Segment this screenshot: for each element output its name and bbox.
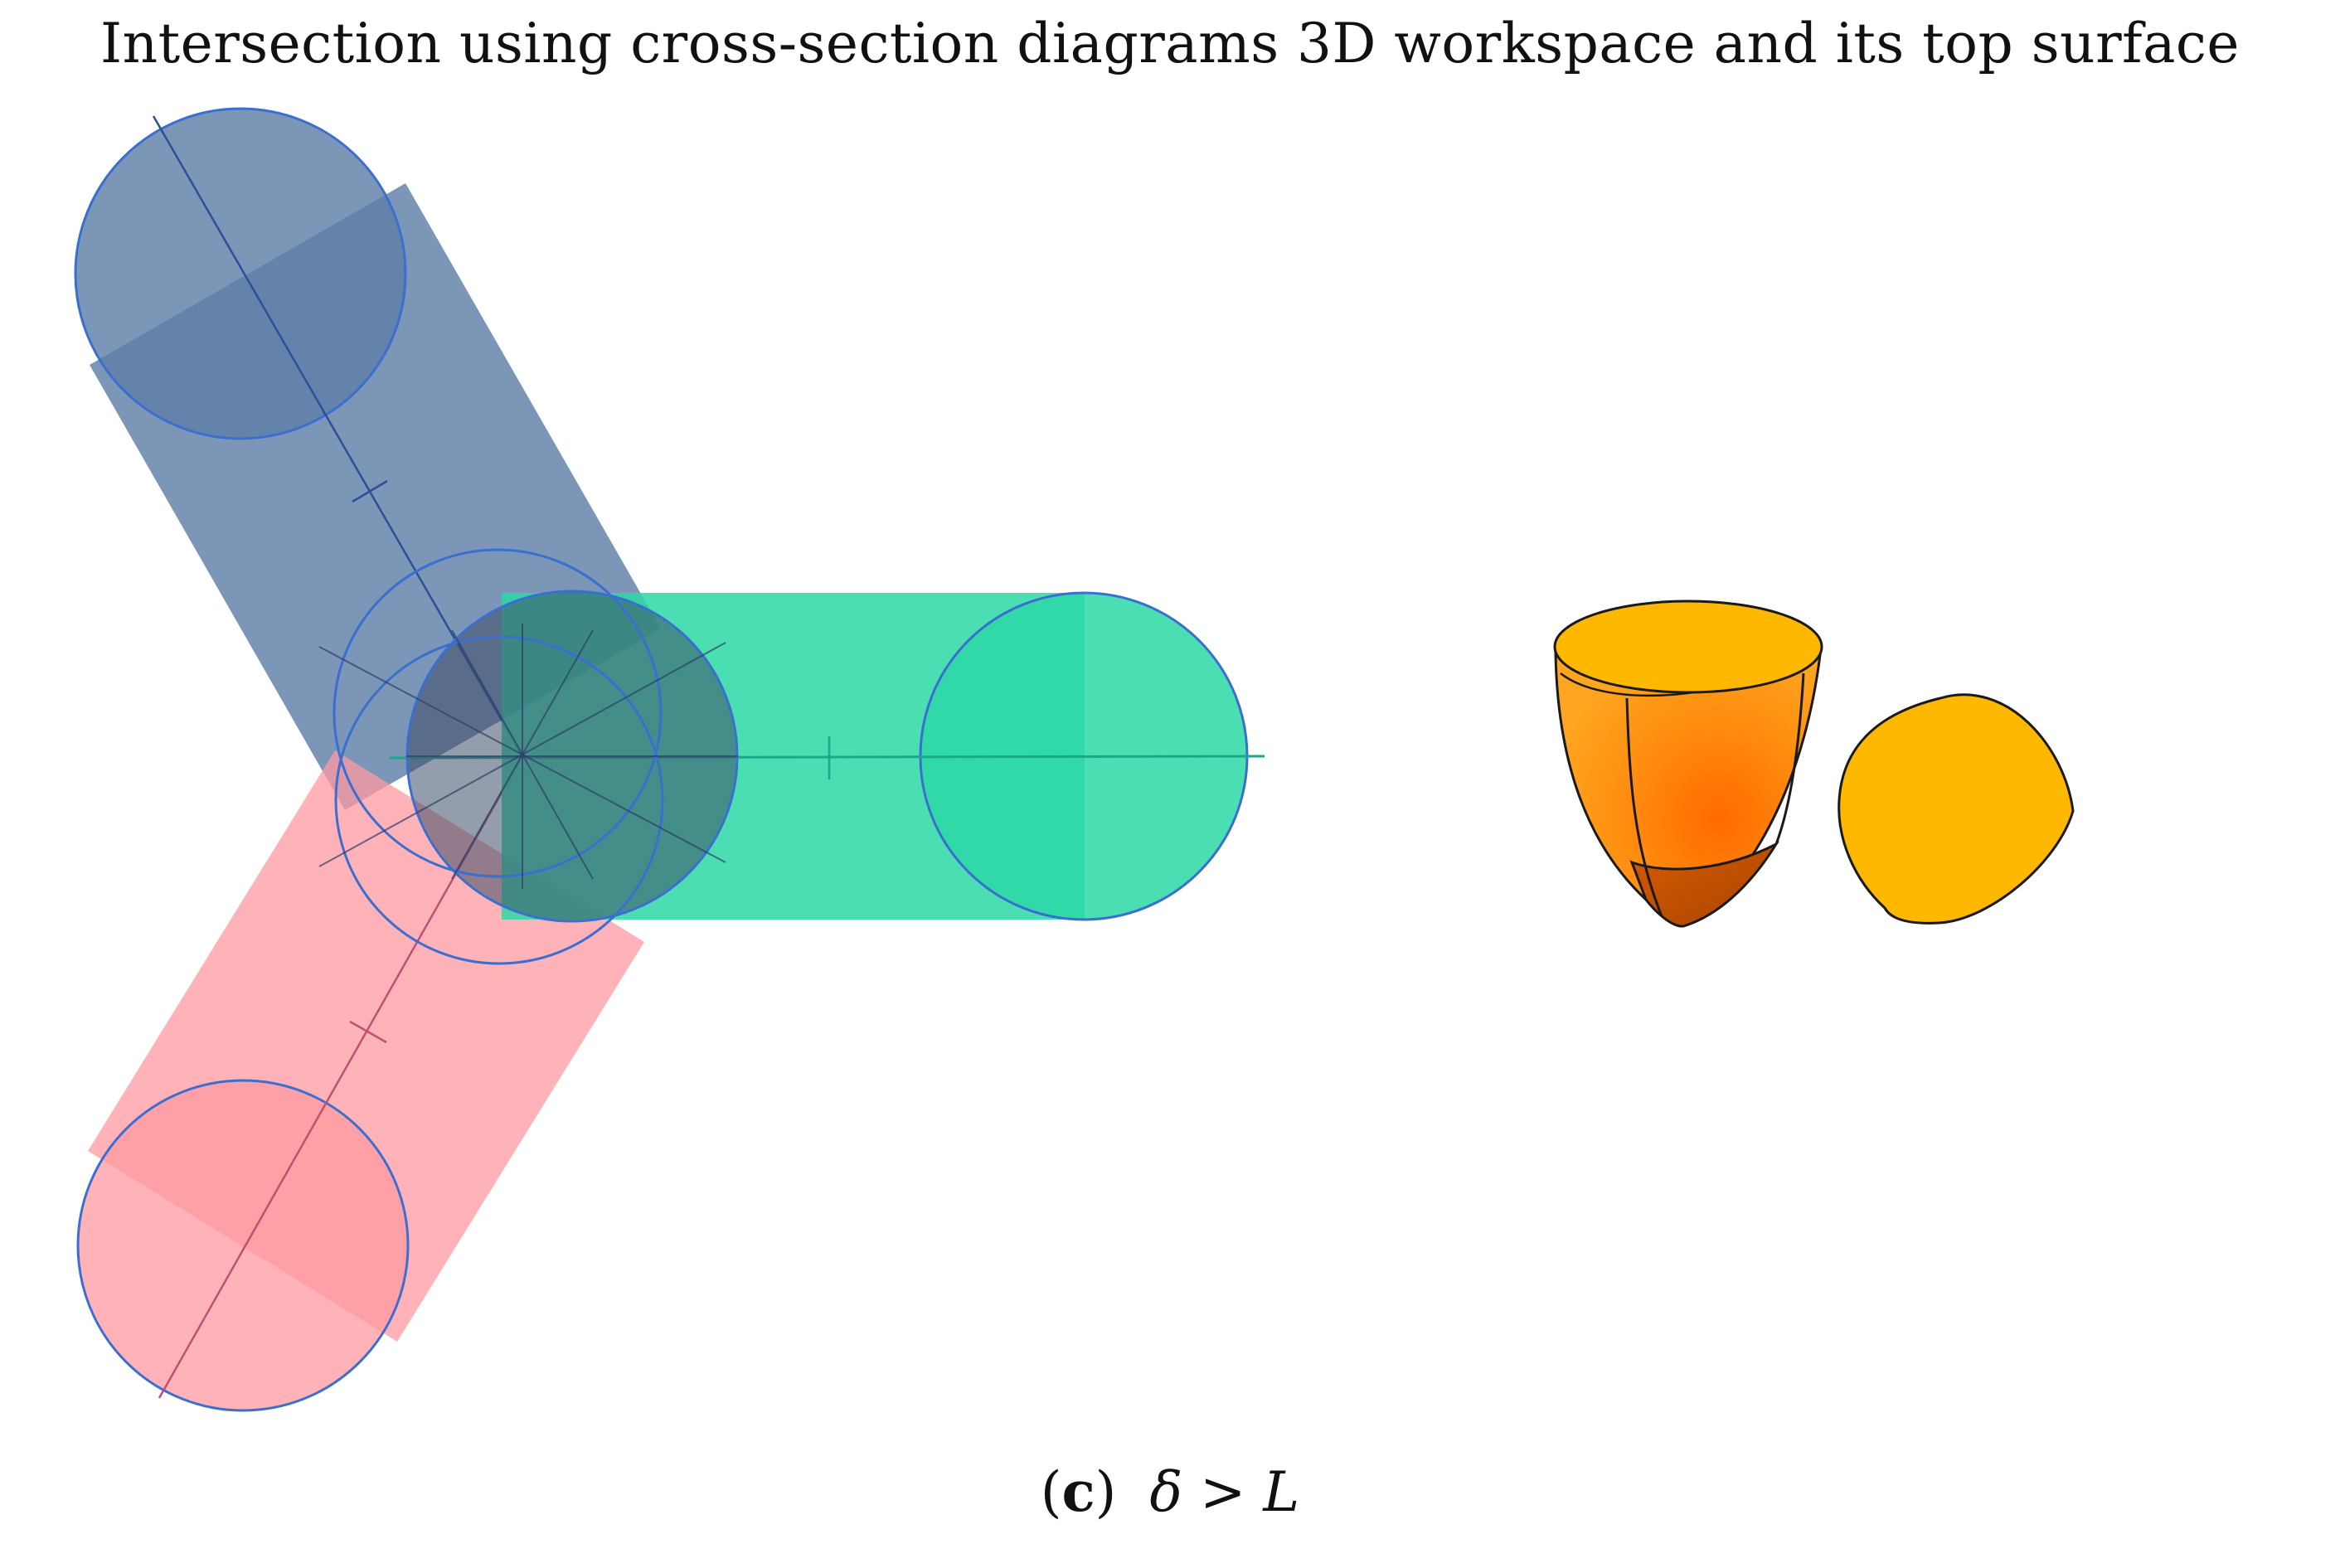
caption-label: c — [1061, 1459, 1095, 1524]
top-surface — [1838, 693, 2075, 925]
page-title: Intersection using cross-section diagram… — [100, 12, 2240, 75]
center-overlap — [318, 548, 739, 965]
caption-condition: δ > L — [1149, 1460, 1300, 1524]
caption-open-paren: ( — [1040, 1460, 1062, 1524]
figure-caption: (c) δ > L — [0, 1459, 2340, 1524]
caption-close-paren: ) — [1095, 1460, 1117, 1524]
workspace-3d — [1553, 600, 1823, 928]
